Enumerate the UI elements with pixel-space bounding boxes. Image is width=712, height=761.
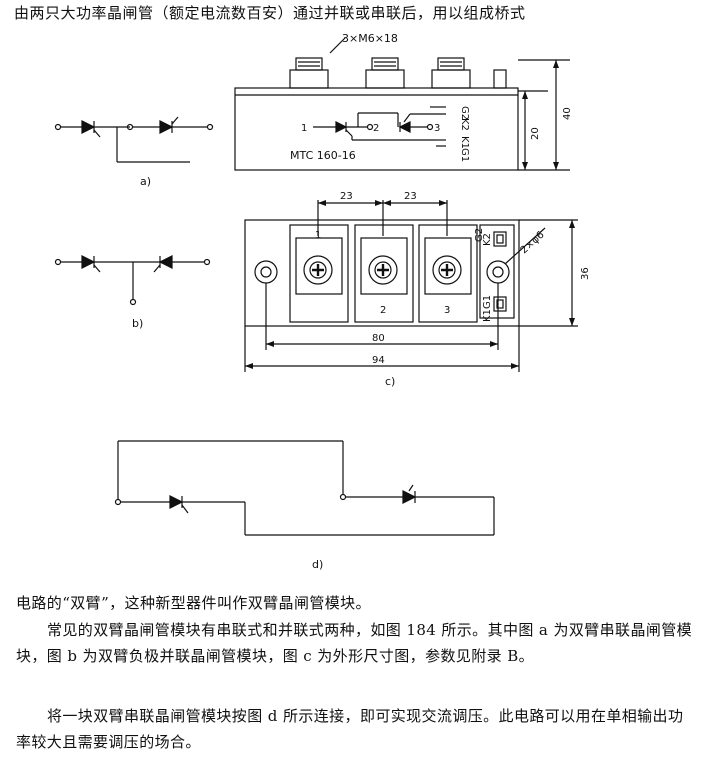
dim-23-left: 23	[340, 191, 353, 202]
pin-k1-top: K1	[482, 309, 493, 322]
module-top-view	[244, 200, 578, 372]
pin-k2-side: K2	[459, 118, 470, 131]
pin-g1-top: G1	[482, 295, 493, 309]
pin-k2-top: K2	[482, 233, 493, 246]
schematic-b	[54, 255, 211, 306]
pin-g2-side: G2	[459, 106, 470, 120]
internal-terminal-1: 1	[301, 123, 307, 134]
caption-a: a)	[140, 175, 151, 188]
intro-line: 由两只大功率晶闸管（额定电流数百安）通过并联或串联后，用以组成桥式	[14, 4, 526, 22]
dim-23-right: 23	[404, 191, 417, 202]
internal-terminal-2: 2	[373, 123, 379, 134]
caption-b: b)	[132, 317, 143, 330]
pin-k1-side: K1	[459, 136, 470, 149]
dim-20: 20	[530, 127, 541, 140]
caption-d: d)	[312, 558, 323, 571]
figure-184: a) b) c) d) 3×M6×18 MTC 160-16 1 2 3 G2 …	[54, 32, 591, 571]
model-label: MTC 160-16	[290, 149, 356, 162]
paragraph-2: 常见的双臂晶闸管模块有串联式和并联式两种，如图 184 所示。其中图 a 为双臂…	[16, 621, 693, 665]
dim-40: 40	[562, 107, 573, 120]
dim-94: 94	[372, 355, 385, 366]
dim-36: 36	[580, 267, 591, 280]
screw-spec-label: 3×M6×18	[342, 32, 398, 45]
pin-g1-side: G1	[459, 148, 470, 162]
paragraph-3: 将一块双臂串联晶闸管模块按图 d 所示连接，即可实现交流调压。此电路可以用在单相…	[16, 707, 684, 751]
caption-c: c)	[385, 375, 395, 388]
terminal-3: 3	[444, 305, 450, 316]
internal-terminal-3: 3	[434, 123, 440, 134]
pin-g2-top: G2	[474, 228, 485, 242]
terminal-2: 2	[380, 305, 386, 316]
dim-80: 80	[372, 333, 385, 344]
schematic-a	[54, 116, 214, 163]
schematic-d	[114, 440, 495, 536]
module-side-view	[234, 37, 570, 171]
paragraph-1: 电路的“双臂”，这种新型器件叫作双臂晶闸管模块。	[16, 594, 371, 612]
terminal-1: 1	[315, 230, 321, 241]
hole-label: 2×φ6	[519, 230, 547, 257]
